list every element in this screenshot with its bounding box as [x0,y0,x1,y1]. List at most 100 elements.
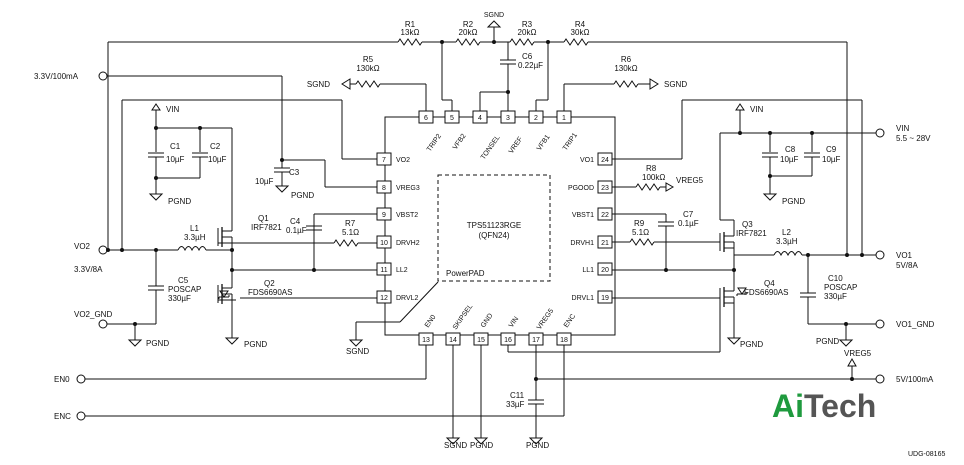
q1-ref: Q1 [258,214,269,223]
r4-ref: R4 [575,20,586,29]
pin-number: 24 [601,157,609,164]
r2-val: 20kΩ [459,28,478,37]
c3-ref: C3 [289,168,300,177]
pin-label-tonsel: TONSEL [480,134,502,161]
r5-ref: R5 [363,55,374,64]
c4-val: 0.1µF [286,226,307,235]
q2-ref: Q2 [264,279,275,288]
c11-ref: C11 [510,391,525,400]
r3-val: 20kΩ [518,28,537,37]
r1-val: 13kΩ [401,28,420,37]
drawing-id: UDG-08165 [908,451,945,458]
left-network: 3.3V/100mA C3 10µF PGND VIN C1 10µF [34,42,377,349]
powerpad-outline [437,174,551,282]
pin-number: 12 [380,295,388,302]
vin-right-label: VIN [750,105,764,114]
pin-label-trip1: TRIP1 [562,132,579,152]
c9-val: 10µF [822,155,841,164]
q2-val: FDS6690AS [248,288,292,297]
pin-number: 16 [504,337,512,344]
pin-label-vreg5: VREG5 [536,308,555,332]
r6-ref: R6 [621,55,632,64]
pgnd-c11-label: PGND [526,441,549,450]
pin-number: 17 [532,337,540,344]
r8-ref: R8 [646,164,657,173]
c10-ref: C10 [828,274,843,283]
pin-number: 6 [424,115,428,122]
bottom-network: EN0 ENC SGND PGND C11 33µF PGND VREG5 [54,298,934,450]
vo1-terminal [875,250,885,260]
pin-label-en0: EN0 [424,314,438,329]
c4-ref: C4 [290,217,301,226]
vo2-spec: 3.3V/8A [74,265,103,274]
sgnd-r5-label: SGND [307,80,330,89]
r9-val: 5.1Ω [632,228,649,237]
pin-number: 4 [478,115,482,122]
pgnd-c10-label: PGND [816,337,839,346]
vo2-terminal [98,245,108,255]
q3-ref: Q3 [742,220,753,229]
r6-val: 130kΩ [614,64,637,73]
r7-ref: R7 [345,219,356,228]
ic-part: TPS51123RGE [467,221,522,230]
vo2-gnd-label: VO2_GND [74,310,112,319]
pgnd-c1-label: PGND [168,197,191,206]
pin-label-ll2: LL2 [396,267,408,274]
en0-terminal [76,374,86,384]
pin-label-vbst2: VBST2 [396,212,418,219]
pin-label-vo1: VO1 [580,157,594,164]
vo1-spec: 5V/8A [896,261,918,270]
pin-label-trip2: TRIP2 [426,133,443,153]
pin-label-vo2: VO2 [396,157,410,164]
c5-ref: C5 [178,276,189,285]
pin-number: 3 [506,115,510,122]
q1-val: IRF7821 [251,223,282,232]
pin-number: 8 [382,185,386,192]
sgnd-skipsel-label: SGND [444,441,467,450]
c8-ref: C8 [785,145,796,154]
vin-terminal [875,128,885,138]
r4-val: 30kΩ [571,28,590,37]
r9-ref: R9 [634,219,645,228]
q4-val: FDS6690AS [744,288,788,297]
sgnd-top-label: SGND [484,12,504,19]
pin-label-drvl1: DRVL1 [572,295,595,302]
bottom-pins: 13 14 15 16 17 18 EN0 SKIPSEL GND VIN VR… [418,303,577,346]
l2-val: 3.3µH [776,237,798,246]
r5-val: 130kΩ [356,64,379,73]
pgnd-q4-label: PGND [740,340,763,349]
trip2-network: SGND R5 130kΩ [307,55,427,111]
vreg5-pgood-label: VREG5 [676,176,704,185]
l1-ref: L1 [190,224,199,233]
l2-ref: L2 [782,228,791,237]
c7-ref: C7 [683,210,694,219]
c8-val: 10µF [780,155,799,164]
pin-number: 11 [380,267,387,274]
pin-number: 2 [534,115,538,122]
vin-left-label: VIN [166,105,180,114]
feedback-divider: R1 13kΩ R2 20kΩ R3 20kΩ R4 30kΩ SGND C6 … [108,12,847,111]
pin-number: 5 [450,115,454,122]
c5-type: POSCAP [168,285,201,294]
v33-label: 3.3V/100mA [34,72,79,81]
l1-val: 3.3µH [184,233,206,242]
pgnd-gnd-label: PGND [470,441,493,450]
sgnd-pad-label: SGND [346,347,369,356]
pin-label-vbst1: VBST1 [572,212,594,219]
c2-val: 10µF [208,155,227,164]
pin-number: 22 [601,212,609,219]
vo1-gnd-label: VO1_GND [896,320,934,329]
pin-number: 10 [380,240,388,247]
pin-number: 1 [562,115,566,122]
c10-type: POSCAP [824,283,857,292]
v33-terminal [98,71,108,81]
c10-val: 330µF [824,292,847,301]
pin-number: 15 [477,337,485,344]
pin-number: 20 [601,267,609,274]
pin-label-vin: VIN [508,316,520,330]
q3-val: IRF7821 [736,229,767,238]
